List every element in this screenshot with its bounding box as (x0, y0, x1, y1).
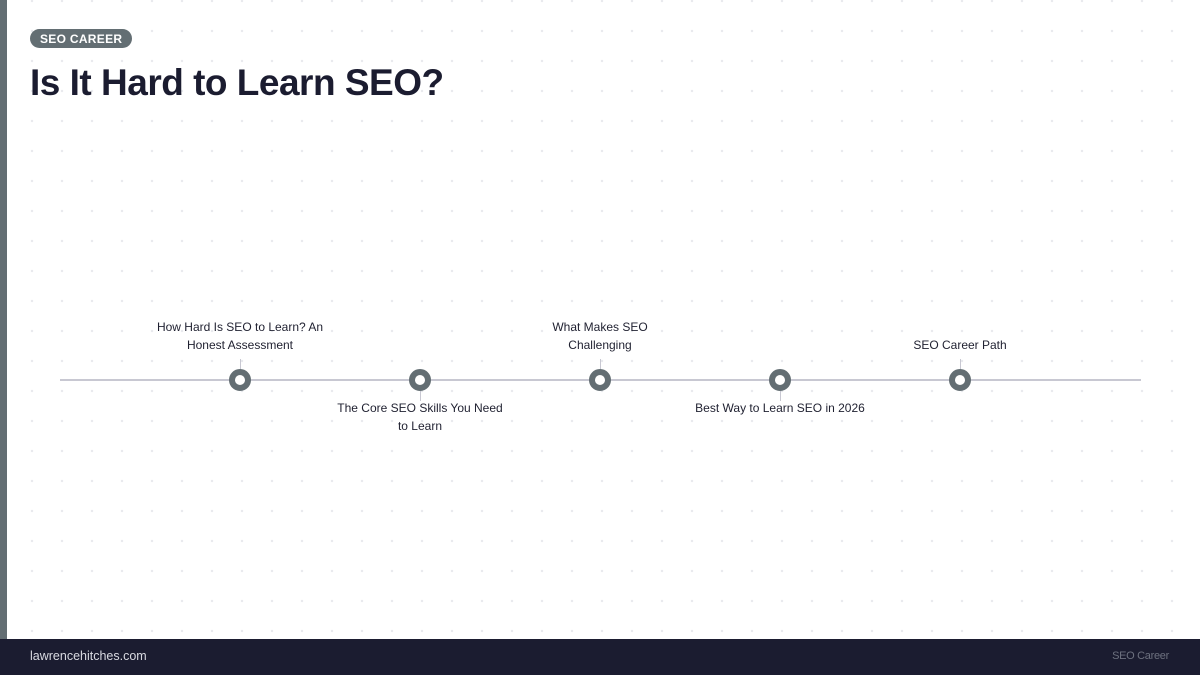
milestone-connector (600, 359, 601, 369)
footer-bar: lawrencehitches.com SEO Career (0, 639, 1200, 675)
milestone-label: How Hard Is SEO to Learn? An Honest Asse… (156, 320, 324, 352)
milestone-node-icon (229, 369, 251, 391)
category-badge: SEO CAREER (30, 29, 133, 48)
dot-grid-background (0, 0, 1200, 639)
milestone-node-icon (409, 369, 431, 391)
milestone-connector (420, 391, 421, 401)
milestone-label: The Core SEO Skills You Need to Learn (337, 401, 503, 433)
left-accent-bar (0, 0, 7, 639)
milestone-node-icon (589, 369, 611, 391)
milestone-connector (240, 359, 241, 369)
milestone-node-icon (769, 369, 791, 391)
milestone-label: SEO Career Path (913, 338, 1007, 352)
milestone-label: What Makes SEO Challenging (552, 320, 648, 352)
milestone-label: Best Way to Learn SEO in 2026 (695, 401, 865, 415)
footer-section-label: SEO Career (1112, 650, 1169, 662)
footer-site-link[interactable]: lawrencehitches.com (30, 649, 147, 663)
milestone-node-icon (949, 369, 971, 391)
milestone-connector (960, 359, 961, 369)
page-title: Is It Hard to Learn SEO? (30, 62, 444, 103)
milestone-connector (780, 391, 781, 401)
